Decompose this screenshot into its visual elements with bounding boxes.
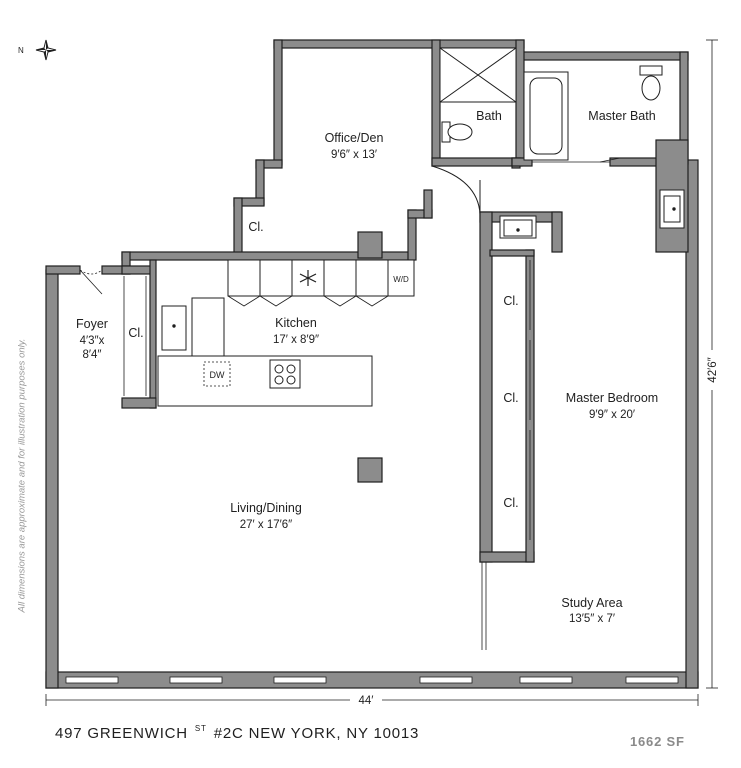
closet-doors [491, 256, 531, 552]
office-name: Office/Den [325, 131, 384, 145]
closet-label-foyer: Cl. [128, 326, 143, 340]
compass-icon: N [18, 39, 57, 61]
sliding-door[interactable] [481, 562, 487, 650]
living-name: Living/Dining [230, 501, 302, 515]
foyer-name: Foyer [76, 317, 108, 331]
square-footage: 1662 SF [630, 734, 685, 749]
master-bath-door[interactable] [532, 157, 621, 163]
kitchen-cabinets [227, 259, 415, 307]
kitchen-dim: 17′ x 8′9″ [273, 334, 319, 346]
toilet-icon [441, 121, 473, 143]
closet-label-bedroom-3: Cl. [503, 496, 518, 510]
foyer-closet-door [123, 276, 147, 396]
office-dim: 9′6″ x 13′ [331, 149, 377, 161]
closet-label-bedroom-2: Cl. [503, 391, 518, 405]
foyer-dim-1: 4′3″x [80, 335, 105, 347]
sink-icon [499, 215, 537, 239]
exterior-walls [45, 39, 699, 689]
toilet-icon [639, 65, 663, 101]
kitchen-name: Kitchen [275, 316, 317, 330]
shower [439, 47, 517, 103]
living-dim: 27′ x 17′6″ [240, 519, 293, 531]
disclaimer-text: All dimensions are approximate and for i… [16, 338, 28, 613]
washer-dryer-label: W/D [393, 275, 409, 284]
master-bedroom-name: Master Bedroom [566, 391, 658, 405]
kitchen-sink-icon [161, 305, 187, 351]
dishwasher [203, 361, 231, 387]
address-street-suffix: ST [194, 724, 207, 733]
compass-north-label: N [18, 46, 24, 55]
bath-name: Bath [476, 109, 502, 123]
master-bedroom-dim: 9′9″ x 20′ [589, 409, 635, 421]
refrigerator-icon [299, 270, 317, 286]
study-dim: 13′5″ x 7′ [569, 613, 615, 625]
windows [65, 676, 679, 684]
stove-icon [269, 359, 301, 389]
closet-label-bedroom-1: Cl. [503, 294, 518, 308]
kitchen-counter [157, 297, 373, 407]
office-door[interactable] [431, 165, 481, 215]
address: 497 GREENWICH ST #2C NEW YORK, NY 10013 [55, 724, 419, 742]
width-dimension: 44′ [359, 695, 374, 707]
address-street: 497 GREENWICH [55, 725, 188, 742]
foyer-dim-2: 8′4″ [82, 349, 101, 361]
sink-icon [659, 189, 685, 229]
master-bath-name: Master Bath [588, 109, 655, 123]
height-dimension: 42′6″ [707, 357, 719, 382]
dishwasher-label: DW [210, 370, 225, 380]
bathtub [523, 71, 569, 161]
study-name: Study Area [561, 596, 622, 610]
entry-door[interactable] [79, 269, 103, 295]
closet-label-office: Cl. [248, 220, 263, 234]
address-rest: #2C NEW YORK, NY 10013 [213, 725, 420, 742]
